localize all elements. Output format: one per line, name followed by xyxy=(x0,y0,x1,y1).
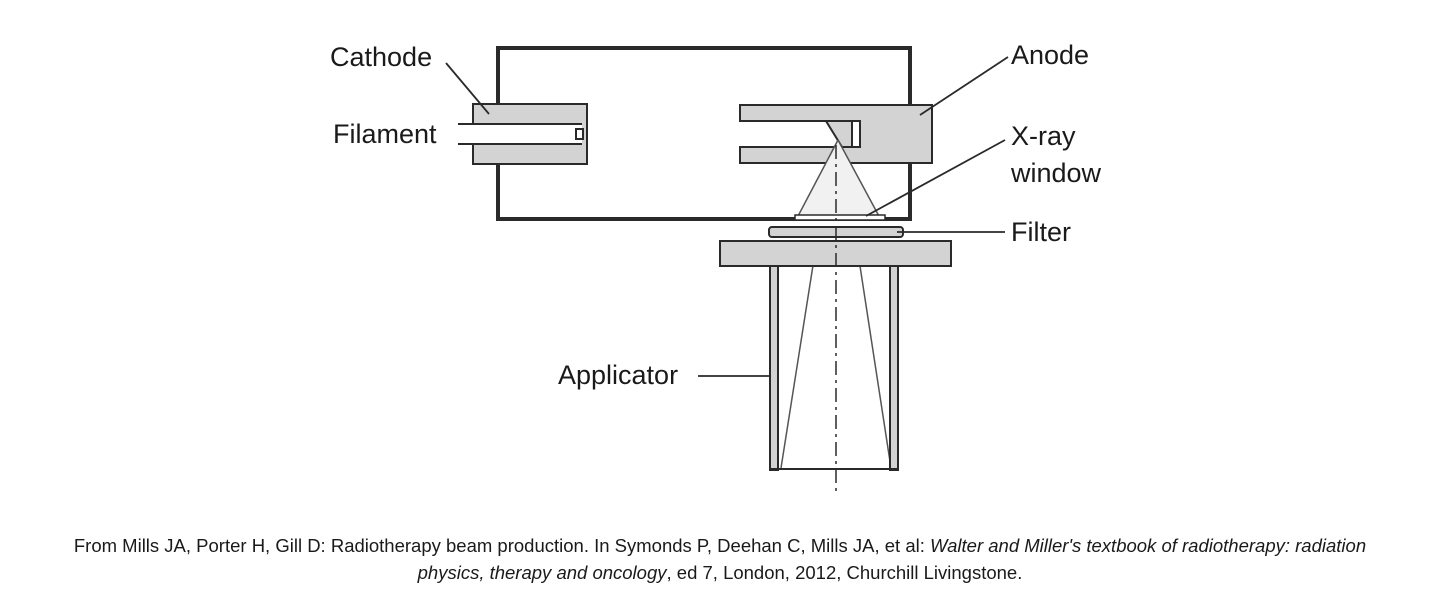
cathode-label: Cathode xyxy=(330,42,432,72)
xray-window-label-line1: X-ray xyxy=(1011,121,1076,151)
caption-text-end: , ed 7, London, 2012, Churchill Livingst… xyxy=(666,562,1023,583)
anode xyxy=(739,104,933,164)
caption-text-start: From Mills JA, Porter H, Gill D: Radioth… xyxy=(73,535,930,556)
anode-leader xyxy=(919,56,1009,116)
anode-target xyxy=(824,120,853,148)
filter-label: Filter xyxy=(1011,217,1071,247)
filament-label: Filament xyxy=(333,119,437,149)
applicator xyxy=(769,265,899,471)
filament-coil xyxy=(575,128,584,140)
xray-tube-diagram: Cathode Filament Anode X-ray window Filt… xyxy=(330,40,1102,492)
figure-caption: From Mills JA, Porter H, Gill D: Radioth… xyxy=(40,532,1400,586)
xray-beam xyxy=(780,139,892,469)
cathode xyxy=(458,103,588,165)
xray-window-label-line2: window xyxy=(1010,158,1102,188)
cathode-leader xyxy=(445,62,490,115)
caption-book-title: Walter and Miller's textbook of radiothe… xyxy=(417,535,1367,583)
applicator-label: Applicator xyxy=(558,360,678,390)
anode-label: Anode xyxy=(1011,40,1089,70)
xray-window xyxy=(794,214,886,221)
xray-window-leader xyxy=(865,139,1006,217)
